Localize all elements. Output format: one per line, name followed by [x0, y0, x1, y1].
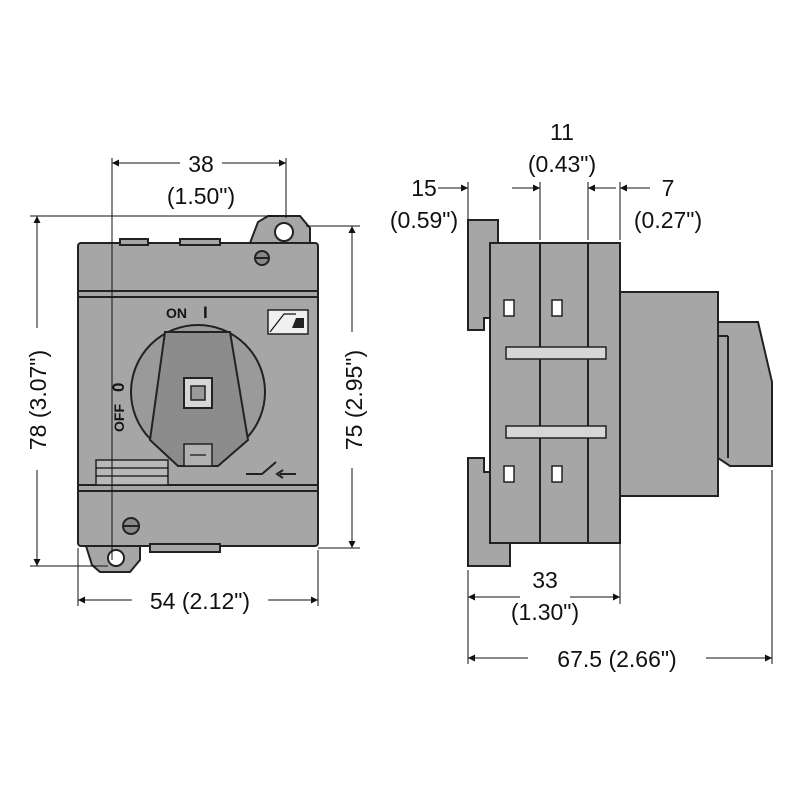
dim-15-inch: (0.59"): [390, 207, 458, 233]
on-label: ON: [166, 305, 187, 321]
side-view: 11 (0.43") 15 (0.59") 7 (0.27") 33 (1.30…: [390, 119, 773, 672]
on-mark: I: [203, 303, 208, 322]
dim-38-inch: (1.50"): [167, 183, 235, 209]
dim-11: 11: [550, 119, 574, 145]
rotary-handle: [130, 324, 266, 467]
dim-15: 15: [411, 175, 437, 201]
dim-75: 75 (2.95"): [341, 350, 367, 450]
side-extension: [619, 291, 719, 497]
off-label: OFF: [111, 404, 127, 432]
dim-7-inch: (0.27"): [634, 207, 702, 233]
dim-38: 38: [188, 151, 214, 177]
switch-body-side: [489, 242, 621, 544]
padlock-symbol-icon: [267, 309, 309, 335]
dim-67-5: 67.5 (2.66"): [557, 646, 676, 672]
dim-54: 54 (2.12"): [150, 588, 250, 614]
dim-78: 78 (3.07"): [25, 350, 51, 450]
dim-33-inch: (1.30"): [511, 599, 579, 625]
dim-33: 33: [532, 567, 558, 593]
front-view: ON I OFF 0 38 (1.50") 78 (3.07"): [25, 151, 367, 614]
dim-7: 7: [662, 175, 675, 201]
switch-symbol-icon: [246, 461, 296, 479]
off-mark: 0: [109, 383, 128, 392]
handle-side: [717, 321, 773, 467]
dim-11-inch: (0.43"): [528, 151, 596, 177]
